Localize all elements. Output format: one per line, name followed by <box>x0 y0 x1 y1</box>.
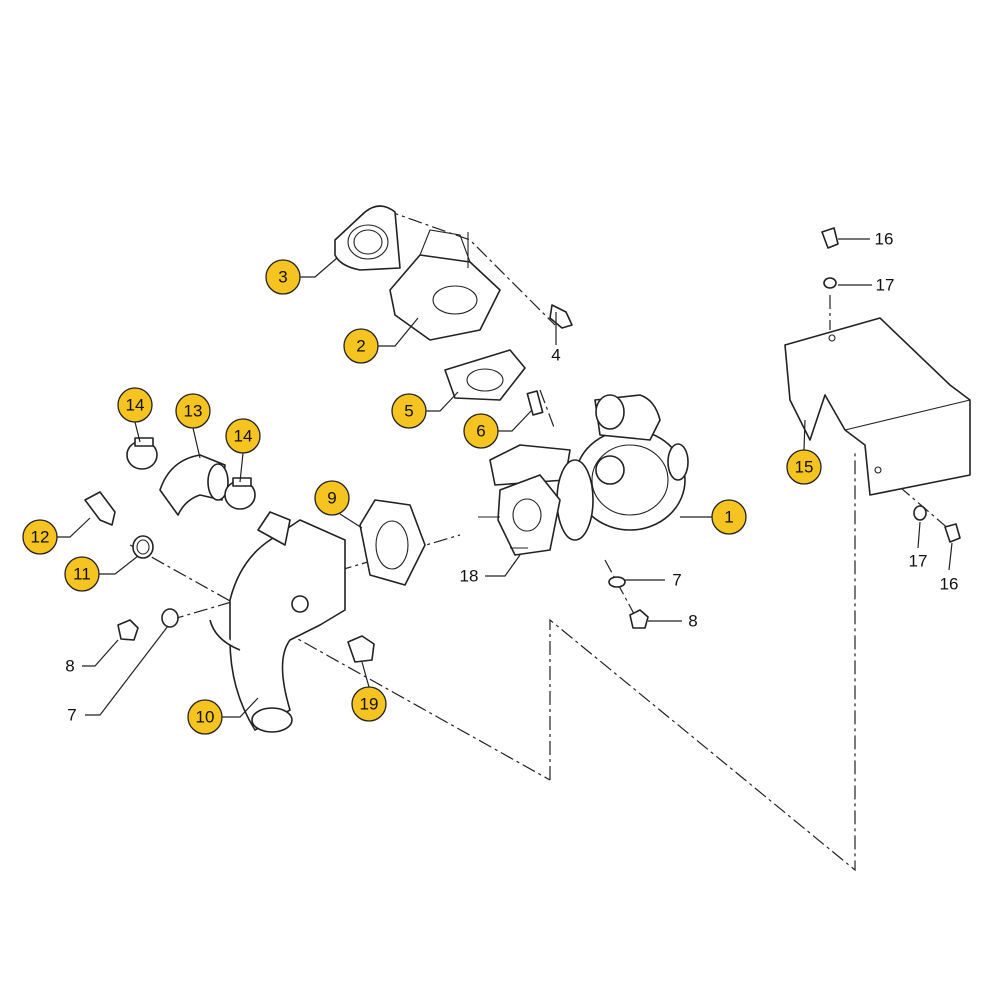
callout-1[interactable]: 1 <box>711 499 747 535</box>
label-8: 8 <box>65 657 74 676</box>
callout-number: 15 <box>795 458 814 477</box>
callout-19[interactable]: 19 <box>351 686 387 722</box>
callout-14[interactable]: 14 <box>225 418 261 454</box>
o-ring-part-11 <box>132 535 154 559</box>
stud-part-6 <box>526 390 544 416</box>
callout-number: 1 <box>724 508 733 527</box>
gasket-part-3 <box>334 205 401 271</box>
gasket-part-9 <box>359 499 426 586</box>
label-7: 7 <box>672 571 681 590</box>
callout-6[interactable]: 6 <box>463 413 499 449</box>
bolt-part-4 <box>549 304 573 329</box>
washer-part-17 <box>823 277 837 289</box>
bolt-part-16 <box>944 523 961 543</box>
label-16: 16 <box>875 230 894 249</box>
callout-2[interactable]: 2 <box>343 328 379 364</box>
callout-9[interactable]: 9 <box>314 480 350 516</box>
gasket-part-5 <box>444 349 526 401</box>
callout-number: 2 <box>356 337 365 356</box>
heat-shield-part-15 <box>784 317 971 496</box>
callout-3[interactable]: 3 <box>265 259 301 295</box>
exhaust-elbow-part-2 <box>389 229 501 341</box>
turbocharger-part-1 <box>478 394 689 556</box>
callout-13[interactable]: 13 <box>175 393 211 429</box>
sensor-part-12 <box>84 491 116 526</box>
callout-5[interactable]: 5 <box>391 393 427 429</box>
label-8: 8 <box>688 612 697 631</box>
elbow-part-10 <box>209 511 346 733</box>
label-4: 4 <box>551 346 560 365</box>
callout-number: 3 <box>278 268 287 287</box>
label-16: 16 <box>940 575 959 594</box>
nut-part-8 <box>629 609 649 629</box>
callout-number: 14 <box>126 396 145 415</box>
callout-number: 11 <box>73 565 91 584</box>
callout-10[interactable]: 10 <box>187 699 223 735</box>
callout-15[interactable]: 15 <box>786 449 822 485</box>
callout-number: 5 <box>404 402 413 421</box>
hose-part-13 <box>159 454 229 516</box>
callout-12[interactable]: 12 <box>22 519 58 555</box>
washer-part-17 <box>913 505 927 521</box>
callout-number: 12 <box>31 528 50 547</box>
washer-part-7 <box>161 608 179 628</box>
callout-number: 6 <box>476 422 485 441</box>
callout-number: 13 <box>184 402 203 421</box>
callout-number: 19 <box>360 695 379 714</box>
label-7: 7 <box>67 706 76 725</box>
label-18: 18 <box>460 567 479 586</box>
washer-part-7 <box>608 576 626 588</box>
callout-number: 14 <box>234 427 253 446</box>
label-17: 17 <box>876 276 895 295</box>
hose-clamp-part-14 <box>224 477 256 510</box>
plug-part-19 <box>347 635 375 663</box>
callout-number: 9 <box>327 489 336 508</box>
bolt-part-16 <box>821 227 839 249</box>
hose-clamp-part-14 <box>126 437 158 470</box>
label-17: 17 <box>909 552 928 571</box>
callout-11[interactable]: 11 <box>64 556 100 592</box>
callout-14[interactable]: 14 <box>117 387 153 423</box>
callout-number: 10 <box>196 708 215 727</box>
leader-lines <box>57 238 953 718</box>
nut-part-8 <box>117 619 139 641</box>
